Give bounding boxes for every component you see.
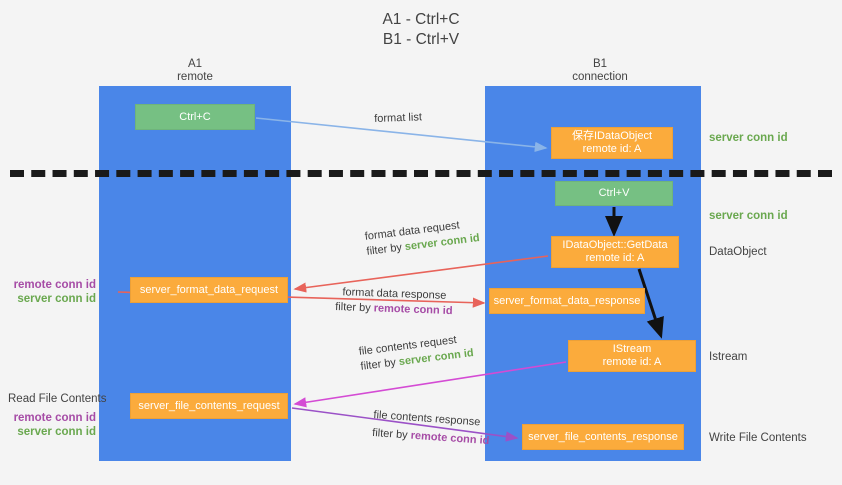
phase-divider — [10, 170, 832, 177]
annotation-server-conn-id-mid: server conn id — [709, 210, 788, 222]
filter-value-remote-conn-id: remote conn id — [373, 302, 453, 318]
box-ctrl-c[interactable]: Ctrl+C — [135, 104, 255, 130]
annotation-remote-conn-id: remote conn id — [13, 412, 96, 424]
box-idataobject[interactable]: 保存IDataObject remote id: A — [551, 127, 673, 159]
annotation-conn-ids-upper: remote conn id server conn id — [8, 278, 96, 306]
filter-prefix: filter by — [365, 241, 406, 258]
box-istream[interactable]: IStream remote id: A — [568, 340, 696, 372]
filter-prefix: filter by — [335, 300, 374, 315]
box-server-file-contents-request[interactable]: server_file_contents_request — [130, 393, 288, 419]
page-title: A1 - Ctrl+C B1 - Ctrl+V — [382, 11, 460, 48]
annotation-server-conn-id: server conn id — [17, 293, 96, 305]
flow-label-format-list: format list — [374, 111, 423, 125]
flow-label-file-contents-response: file contents response filter by remote … — [372, 408, 491, 449]
annotation-istream: Istream — [709, 351, 748, 363]
annotation-remote-conn-id: remote conn id — [13, 279, 96, 291]
column-header-a1: A1 remote — [177, 58, 213, 83]
filter-prefix: filter by — [359, 356, 400, 373]
column-header-b1: B1 connection — [572, 58, 628, 83]
flow-label-format-data-response: format data response filter by remote co… — [335, 285, 453, 319]
flow-label-line2: filter by remote conn id — [335, 300, 453, 319]
annotation-write-file-contents: Write File Contents — [709, 432, 807, 444]
flow-label-file-contents-request: file contents request filter by server c… — [358, 331, 475, 375]
annotation-read-file-contents: Read File Contents — [8, 393, 107, 405]
flow-label-format-data-request: format data request filter by server con… — [364, 216, 481, 260]
box-server-format-data-request[interactable]: server_format_data_request — [130, 277, 288, 303]
box-server-format-data-response[interactable]: server_format_data_response — [489, 288, 645, 314]
annotation-server-conn-id-top: server conn id — [709, 132, 788, 144]
box-ctrl-v[interactable]: Ctrl+V — [555, 181, 673, 206]
annotation-dataobject: DataObject — [709, 246, 767, 258]
annotation-server-conn-id: server conn id — [17, 426, 96, 438]
box-server-file-contents-response[interactable]: server_file_contents_response — [522, 424, 684, 450]
filter-value-remote-conn-id: remote conn id — [410, 429, 490, 448]
box-idataobject-getdata[interactable]: IDataObject::GetData remote id: A — [551, 236, 679, 268]
annotation-conn-ids-lower: remote conn id server conn id — [8, 411, 96, 439]
filter-prefix: filter by — [371, 426, 412, 442]
